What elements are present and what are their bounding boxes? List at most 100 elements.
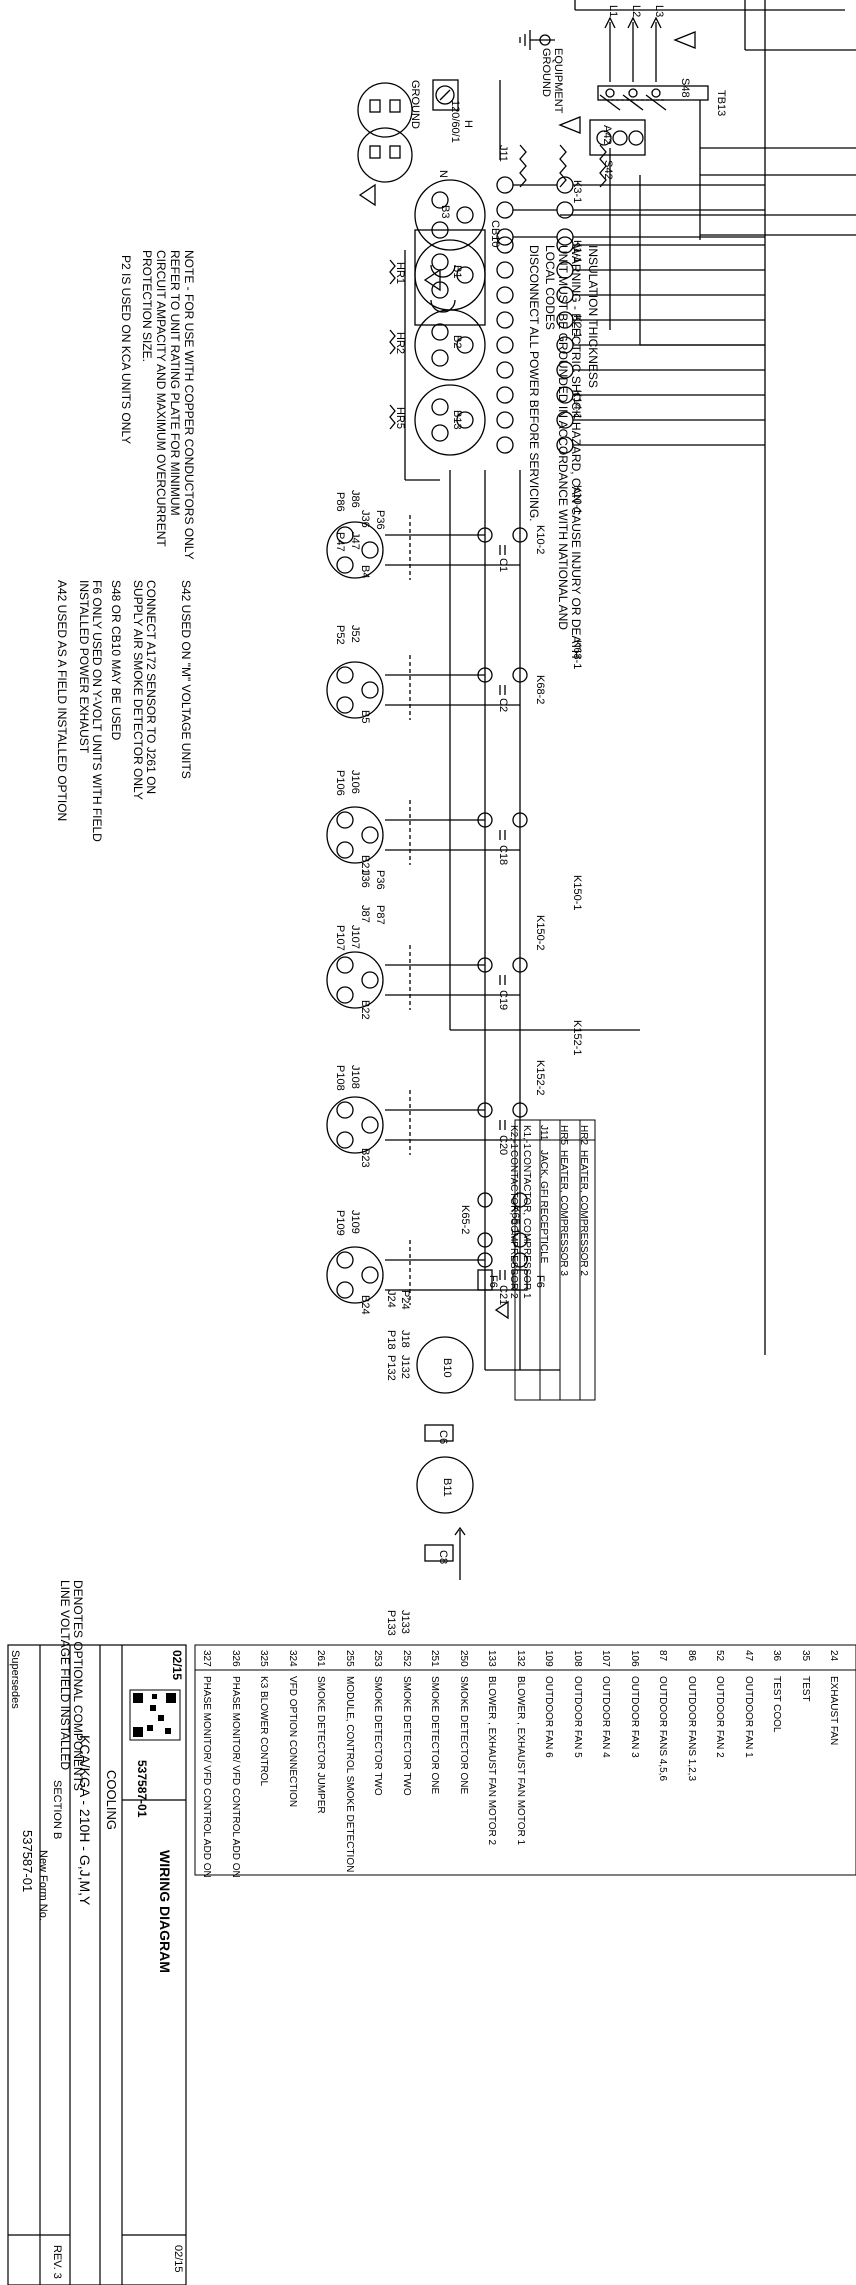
title-section: SECTION B — [51, 1780, 63, 1840]
component-description: JACK, GFI RECEPTICLE — [538, 1150, 549, 1264]
label-p133: P133 — [385, 1610, 397, 1636]
connector-description: OUTDOOR FAN 3 — [628, 1676, 640, 1758]
connector-number: 106 — [628, 1650, 640, 1667]
connector-number: 47 — [742, 1650, 754, 1662]
label-c8: C8 — [437, 1550, 449, 1565]
label-p132: P132 — [385, 1355, 397, 1381]
label-k65-2: K65-2 — [459, 1205, 471, 1235]
connector-number: 36 — [771, 1650, 782, 1662]
connector-number: 86 — [685, 1650, 697, 1662]
component-description: HEATER, COMPRESSOR 2 — [578, 1150, 589, 1276]
note-6-line-1: F6 ONLY USED ON Y-VOLT UNITS WITH FIELD — [90, 580, 104, 842]
label-s42: S42 — [602, 160, 614, 180]
warning-line-4: DISCONNECT ALL POWER BEFORE SERVICING. — [527, 245, 541, 522]
label-p107: P107 — [334, 925, 346, 951]
label-k152-1: K152-1 — [571, 1020, 583, 1056]
connector-description: MODULE, CONTROL SMOKE DETECTION — [343, 1676, 355, 1873]
connector-number: 252 — [400, 1650, 412, 1667]
note-7: A42 USED AS A FIELD INSTALLED OPTION — [55, 580, 69, 822]
label-p87: P87 — [374, 905, 386, 925]
component-code: K2,-1 — [508, 1125, 519, 1149]
note-1-line-2: REFER TO UNIT RATING PLATE FOR MINIMUM — [168, 250, 182, 516]
label-c20: C20 — [497, 1135, 509, 1156]
connector-description: K3 BLOWER CONTROL — [258, 1676, 269, 1787]
connector-description: TEST COOL — [771, 1676, 782, 1733]
label-j86: J86 — [349, 490, 361, 508]
title-doc-number: 537587-01 — [135, 1760, 149, 1818]
label-k150-2: K150-2 — [534, 915, 546, 951]
connector-description: OUTDOOR FAN 2 — [714, 1676, 725, 1758]
label-p86: P86 — [334, 492, 346, 512]
connector-number: 133 — [486, 1650, 497, 1667]
connector-description: OUTDOOR FANS 4,5,6 — [657, 1676, 668, 1782]
title-supersedes: Supersedes — [9, 1650, 21, 1709]
connector-number: 132 — [514, 1650, 526, 1667]
component-description: HEATER, COMPRESSOR 3 — [558, 1150, 569, 1276]
label-p109: P109 — [334, 1210, 346, 1236]
label-p36-a: P36 — [374, 510, 386, 530]
component-description: CONTACTOR, COMPRESSOR 1 — [521, 1150, 532, 1299]
label-k2-1: K2-1 — [571, 315, 583, 339]
component-code: HR2 — [578, 1125, 589, 1146]
label-b5: B5 — [359, 710, 371, 724]
connector-number: 35 — [799, 1650, 811, 1662]
label-k152-2: K152-2 — [534, 1060, 546, 1096]
label-p108: P108 — [334, 1065, 346, 1091]
connector-number: 251 — [429, 1650, 440, 1667]
label-s48: S48 — [679, 78, 691, 98]
label-p18: P18 — [385, 1330, 397, 1350]
label-j18: J18 — [399, 1330, 411, 1348]
label-j132: J132 — [399, 1355, 411, 1379]
connector-description: SMOKE DETECTOR ONE — [457, 1676, 469, 1795]
connector-description: SMOKE DETECTOR ONE — [429, 1676, 440, 1795]
label-c21: C21 — [497, 1285, 509, 1306]
label-c6: C6 — [437, 1430, 449, 1445]
label-p106: P106 — [334, 770, 346, 796]
warning-line-1: WARNING - ELECTRIC SHOCK HAZARD, CAN CAU… — [569, 245, 583, 659]
connector-description: PHASE MONITOR/ VFD CONTROL ADD ON — [229, 1676, 241, 1878]
connector-number: 325 — [258, 1650, 269, 1667]
label-j109: J109 — [349, 1210, 361, 1234]
connector-description: EXHAUST FAN — [828, 1676, 839, 1746]
warning-top-line: INSULATION THICKNESS — [586, 245, 600, 388]
connector-number: 253 — [372, 1650, 383, 1667]
label-l2: L2 — [630, 5, 642, 18]
connector-description: SMOKE DETECTOR TWO — [400, 1676, 412, 1796]
label-j106: J106 — [349, 770, 361, 794]
connector-number: 261 — [315, 1650, 326, 1667]
label-tb13: TB13 — [715, 90, 727, 117]
connector-number: 255 — [343, 1650, 355, 1667]
label-c2: C2 — [497, 698, 509, 713]
label-j108: J108 — [349, 1065, 361, 1089]
label-f6-a: F6 — [534, 1275, 546, 1288]
note-2: P2 IS USED ON KCA UNITS ONLY — [119, 255, 133, 445]
label-b3: B3 — [439, 205, 451, 219]
connector-number: 324 — [286, 1650, 298, 1667]
label-k68-1: K68-1 — [571, 640, 583, 670]
title-model: KCA/KGA - 210H - G,J,M,Y — [77, 1735, 93, 1906]
label-j36-b: J36 — [359, 870, 371, 888]
label-l1: L1 — [607, 5, 619, 18]
label-b1: B1 — [451, 265, 463, 279]
connector-number: 326 — [229, 1650, 241, 1667]
connector-description: SMOKE DETECTOR JUMPER — [315, 1676, 326, 1814]
connector-description: OUTDOOR FAN 4 — [600, 1676, 611, 1758]
connector-description: PHASE MONITOR/ VFD CONTROL ADD ON — [201, 1676, 212, 1878]
warning-line-3: LOCAL CODES — [543, 245, 557, 330]
note-4-line-1: CONNECT A172 SENSOR TO J261 ON — [144, 580, 158, 795]
component-code: HR5 — [558, 1125, 569, 1146]
label-equipment: EQUIPMENT — [552, 48, 564, 114]
label-hr2: HR2 — [394, 332, 406, 355]
connector-description: BLOWER , EXHAUST FAN MOTOR 1 — [514, 1676, 526, 1846]
label-b4: B4 — [359, 565, 371, 579]
label-j11: J11 — [497, 145, 509, 162]
connector-description: BLOWER , EXHAUST FAN MOTOR 2 — [486, 1676, 497, 1846]
title-date-2: 02/15 — [172, 2245, 184, 2273]
connector-number: 52 — [714, 1650, 725, 1662]
label-b22: B22 — [359, 1000, 371, 1020]
note-1-line-3: CIRCUIT AMPACITY AND MAXIMUM OVERCURRENT — [154, 250, 168, 547]
label-hr1: HR1 — [394, 262, 406, 285]
note-4-line-2: SUPPLY AIR SMOKE DETECTOR ONLY — [131, 580, 145, 800]
connector-description: SMOKE DETECTOR TWO — [372, 1676, 383, 1796]
label-j87: J87 — [359, 905, 371, 923]
